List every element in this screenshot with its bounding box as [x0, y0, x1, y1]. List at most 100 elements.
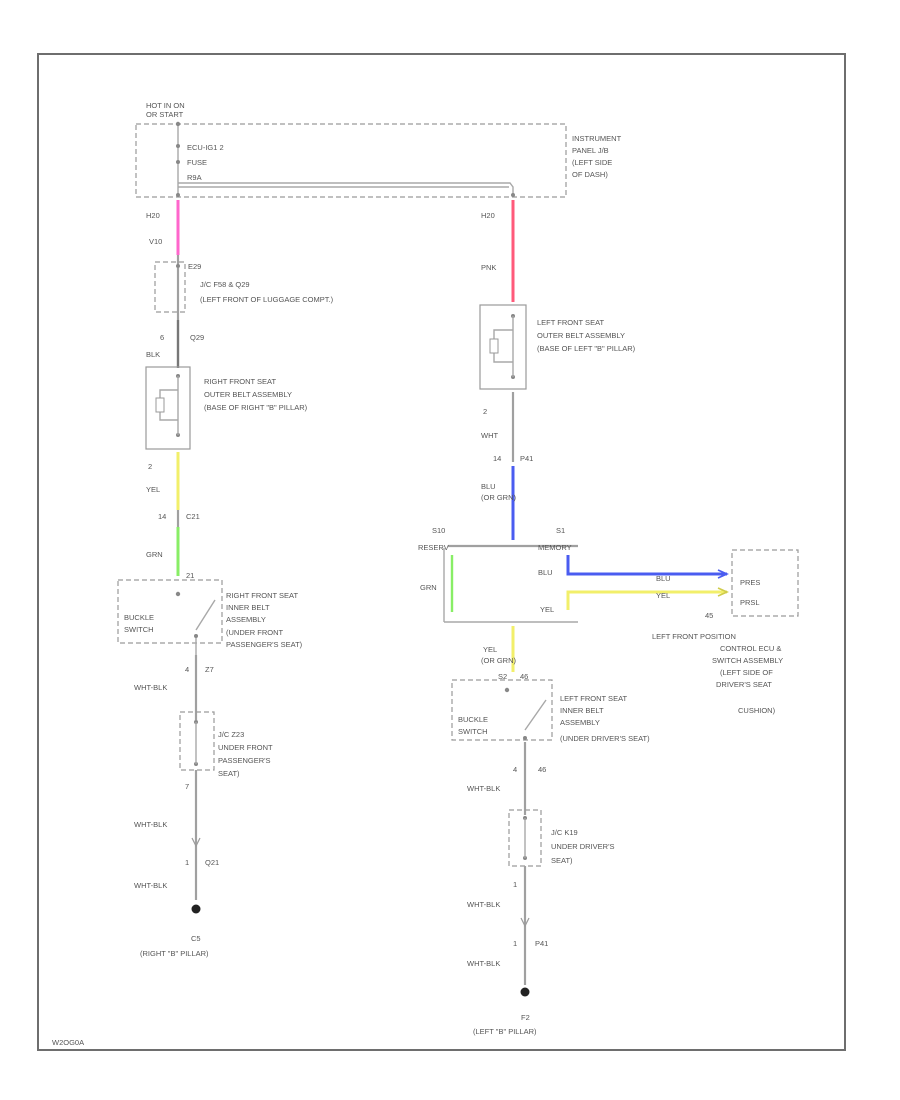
right-outer-belt-label-2: OUTER BELT ASSEMBLY	[537, 331, 625, 340]
right-buckle-dot-bot	[523, 736, 527, 740]
left-outer-belt-label-3: (BASE OF RIGHT "B" PILLAR)	[204, 403, 308, 412]
fuse-label-1: ECU-IG1 2	[187, 143, 224, 152]
left-jc-z23-label-3: PASSENGER'S	[218, 756, 271, 765]
right-connector-arrow	[520, 917, 530, 928]
left-buckle-label-1: BUCKLE	[124, 613, 154, 622]
left-inner-belt-label-4: (UNDER FRONT	[226, 628, 283, 637]
left-pin-21: 21	[186, 571, 194, 580]
left-ground-label: (RIGHT "B" PILLAR)	[140, 949, 209, 958]
right-wire-whtblk-1-label: WHT-BLK	[467, 784, 500, 793]
right-ecu-label-2: CONTROL ECU &	[720, 644, 781, 653]
left-pin-6: 6	[160, 333, 164, 342]
right-pin-14: 14	[493, 454, 501, 463]
right-ground-icon	[520, 987, 530, 997]
right-splice-left-pin: S10	[432, 526, 445, 535]
left-pin-14: 14	[158, 512, 166, 521]
left-inner-belt-label-5: PASSENGER'S SEAT)	[226, 640, 303, 649]
left-buckle-dot-top	[175, 591, 181, 597]
left-wire-whtblk-1-label: WHT-BLK	[134, 683, 167, 692]
right-pin-1b: 1	[513, 939, 517, 948]
fuse-label-2: FUSE	[187, 158, 207, 167]
instrument-panel-label-1: INSTRUMENT	[572, 134, 622, 143]
left-pin-7: 7	[185, 782, 189, 791]
right-outer-belt-label-3: (BASE OF LEFT "B" PILLAR)	[537, 344, 636, 353]
right-pres-label-2: PRSL	[740, 598, 760, 607]
left-inner-belt-label-1: RIGHT FRONT SEAT	[226, 591, 299, 600]
right-jc-label-1: J/C K19	[551, 828, 578, 837]
right-outer-belt-element	[489, 338, 499, 354]
right-ecu-label-1: LEFT FRONT POSITION	[652, 632, 736, 641]
right-wire-pnk-label: PNK	[481, 263, 496, 272]
right-wire-blu-sub: (OR GRN)	[481, 493, 516, 502]
left-ground-icon	[191, 904, 201, 914]
right-buckle-label-1: BUCKLE	[458, 715, 488, 724]
right-inner-belt-label-2: INNER BELT	[560, 706, 604, 715]
right-wire-yel-run	[566, 590, 727, 610]
right-splice-left-name: RESERV	[418, 543, 449, 552]
left-buckle-label-2: SWITCH	[124, 625, 154, 634]
right-buckle-dot-top	[504, 687, 510, 693]
power-label-2: OR START	[146, 110, 184, 119]
left-jc-z23-label-4: SEAT)	[218, 769, 240, 778]
right-splice-right-pin: S1	[556, 526, 565, 535]
left-wire-whtblk-3-label: WHT-BLK	[134, 881, 167, 890]
right-wire-whtblk-3-label: WHT-BLK	[467, 959, 500, 968]
right-splice-right-name: MEMORY	[538, 543, 572, 552]
right-pin-1: 1	[513, 880, 517, 889]
left-jc-label-2: (LEFT FRONT OF LUGGAGE COMPT.)	[200, 295, 334, 304]
instrument-panel-jb-box	[135, 123, 567, 198]
left-conn-c21: C21	[186, 512, 200, 521]
right-wire-yel-label: YEL	[540, 605, 554, 614]
right-wire-yel2-label: YEL	[656, 591, 670, 600]
left-wire-whtblk-2-label: WHT-BLK	[134, 820, 167, 829]
left-buckle-dot-bot	[194, 634, 198, 638]
left-inner-belt-label-3: ASSEMBLY	[226, 615, 266, 624]
fuse-dot-2	[176, 160, 180, 164]
right-wire-grn-label: GRN	[420, 583, 437, 592]
left-wire-blk-label: BLK	[146, 350, 160, 359]
right-buckle-switch-arm	[524, 699, 547, 731]
right-buckle-label-2: SWITCH	[458, 727, 488, 736]
left-jc-pin: E29	[188, 262, 201, 271]
left-buckle-box	[117, 579, 223, 644]
left-jc-dot	[176, 264, 180, 268]
right-pin-4: 4	[513, 765, 517, 774]
left-conn-q21: Q21	[205, 858, 219, 867]
left-jc-label-1: J/C F58 & Q29	[200, 280, 250, 289]
left-pin-v10: V10	[149, 237, 162, 246]
left-inner-belt-label-2: INNER BELT	[226, 603, 270, 612]
right-wire-yel3-label: YEL	[483, 645, 497, 654]
right-blu-arrow	[717, 569, 729, 579]
left-connector-arrow	[191, 837, 201, 848]
left-pin-1: 1	[185, 858, 189, 867]
power-label-1: HOT IN ON	[146, 101, 185, 110]
left-outer-belt-label-2: OUTER BELT ASSEMBLY	[204, 390, 292, 399]
left-outer-belt-box	[145, 366, 191, 450]
diagram-frame	[37, 53, 846, 1051]
right-pin-h20: H20	[481, 211, 495, 220]
left-pin-z7: Z7	[205, 665, 214, 674]
left-wire-grn-label: GRN	[146, 550, 163, 559]
right-pin-45: 45	[705, 611, 713, 620]
right-wire-wht-label: WHT	[481, 431, 498, 440]
right-inner-belt-label-4: (UNDER DRIVER'S SEAT)	[560, 734, 650, 743]
jb-left-out	[176, 193, 180, 197]
right-jc-label-2: UNDER DRIVER'S	[551, 842, 615, 851]
right-ecu-label-5: DRIVER'S SEAT	[716, 680, 772, 689]
right-buckle-box	[451, 679, 553, 741]
left-jc-z23-label-1: J/C Z23	[218, 730, 244, 739]
right-wire-whtblk-2-label: WHT-BLK	[467, 900, 500, 909]
left-pin-h20: H20	[146, 211, 160, 220]
footer-code: W2OG0A	[52, 1038, 84, 1047]
right-ecu-label-4: (LEFT SIDE OF	[720, 668, 773, 677]
right-wire-yel3-sub: (OR GRN)	[481, 656, 516, 665]
jb-pin-label: R9A	[187, 173, 202, 182]
left-jc-box	[154, 261, 186, 313]
right-wire-blu-run	[566, 555, 727, 576]
right-outer-belt-box	[479, 304, 527, 390]
right-ground-id: F2	[521, 1013, 530, 1022]
right-wire-blu2-label: BLU	[538, 568, 553, 577]
right-ecu-label-6: CUSHION)	[738, 706, 776, 715]
right-yel-arrow	[717, 587, 729, 597]
